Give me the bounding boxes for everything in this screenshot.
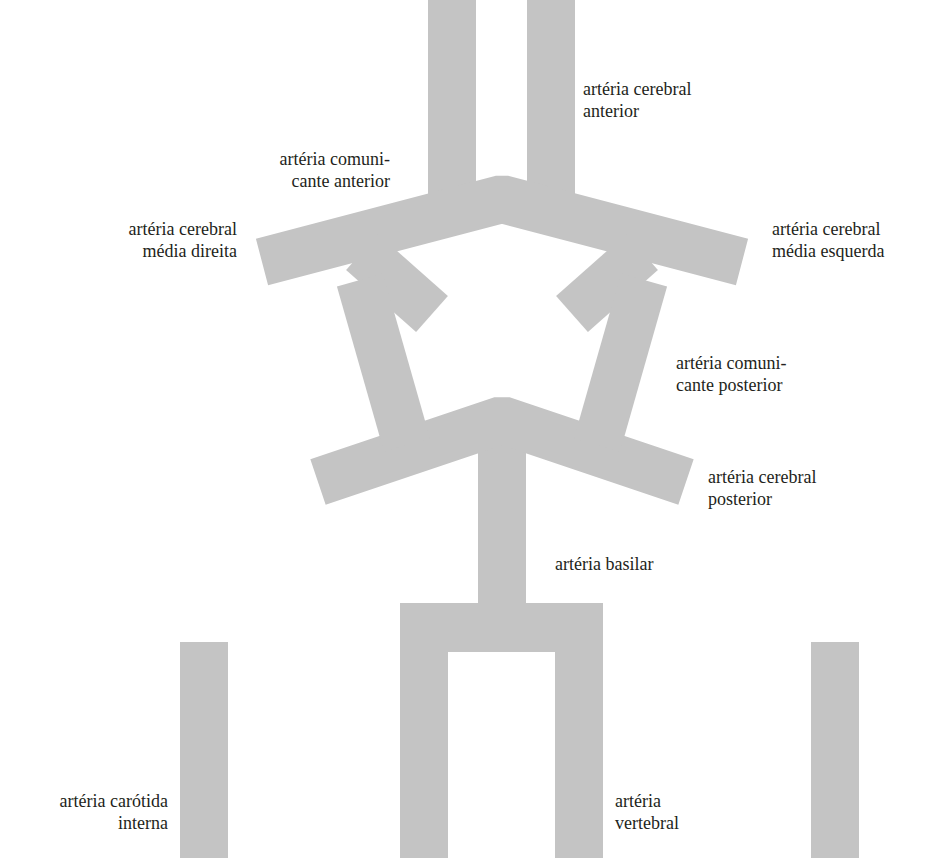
- artery-label: artéria carótida interna: [33, 790, 168, 834]
- artery-label: artéria comuni- cante posterior: [676, 352, 816, 396]
- carotid-bar: [811, 642, 859, 858]
- posterior-communicating-bar: [597, 280, 644, 445]
- artery-label: artéria vertebral: [615, 790, 715, 834]
- artery-label: artéria basilar: [555, 553, 755, 575]
- posterior-communicating-bar: [360, 280, 407, 445]
- carotid-bar: [180, 642, 228, 858]
- artery-label: artéria cerebral média esquerda: [772, 218, 922, 262]
- anterior-cerebral-bar: [428, 0, 476, 205]
- vertebral-bar: [400, 603, 448, 858]
- artery-label: artéria cerebral anterior: [583, 78, 733, 122]
- artery-label: artéria cerebral posterior: [708, 466, 858, 510]
- anterior-ring-bar: [262, 199, 742, 262]
- vertebral-bar: [555, 603, 603, 858]
- artery-label: artéria cerebral média direita: [97, 218, 237, 262]
- posterior-cerebral-bar: [318, 420, 686, 482]
- anterior-cerebral-bar: [527, 0, 575, 205]
- artery-label: artéria comuni- cante anterior: [250, 148, 390, 192]
